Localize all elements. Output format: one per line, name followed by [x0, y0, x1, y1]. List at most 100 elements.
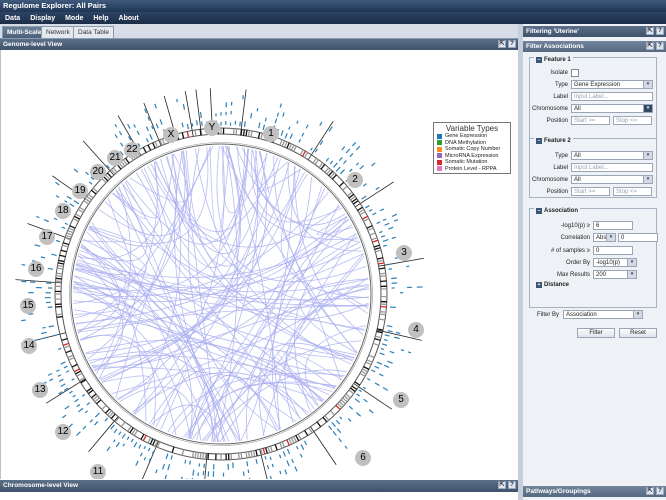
feature1-start-input[interactable]: Start >= [571, 116, 610, 125]
chromosome-label[interactable]: 13 [32, 382, 48, 398]
filter-by-select[interactable]: Association▾ [563, 310, 643, 319]
feature2-chromosome-select[interactable]: All▾ [571, 175, 653, 184]
help-icon[interactable]: ? [508, 481, 516, 489]
correlation-mode-select[interactable]: Abs▾ [593, 233, 616, 242]
ideogram-band [84, 198, 91, 203]
chromosome-label[interactable]: Y [204, 120, 220, 136]
chromosome-label[interactable]: 20 [90, 164, 106, 180]
feature2-label-input[interactable]: Input Label... [571, 163, 653, 172]
chromosome-label[interactable]: 15 [20, 298, 36, 314]
feature2-start-input[interactable]: Start >= [571, 187, 610, 196]
chromosome-label[interactable]: 16 [28, 261, 44, 277]
feature-tick [118, 431, 122, 436]
feature-tick [266, 464, 270, 470]
chromosome-label[interactable]: X [163, 127, 179, 143]
chromosome-label[interactable]: 21 [107, 150, 123, 166]
legend-swatch [437, 146, 442, 152]
order-by-select[interactable]: -log10(p)▾ [593, 258, 637, 267]
feature1-stop-input[interactable]: Stop <= [613, 116, 652, 125]
chromosome-label[interactable]: 2 [347, 172, 363, 188]
ideogram-band [240, 129, 243, 136]
chromosome-label[interactable]: 12 [55, 424, 71, 440]
tab-multi-scale[interactable]: Multi-Scale [2, 26, 47, 38]
chromosome-label[interactable]: 22 [124, 142, 140, 158]
log10p-input[interactable]: 6 [593, 221, 633, 230]
feature2-stop-input[interactable]: Stop <= [613, 187, 652, 196]
expand-icon[interactable]: ⇱ [646, 487, 654, 495]
tab-network[interactable]: Network [41, 26, 75, 38]
chromosome-label[interactable]: 5 [393, 392, 409, 408]
feature2-type-select[interactable]: All▾ [571, 151, 653, 160]
help-icon[interactable]: ? [508, 40, 516, 48]
samples-input[interactable]: 0 [593, 246, 633, 255]
expand-icon[interactable]: ⇱ [498, 481, 506, 489]
export-icon[interactable]: ⇱ [498, 40, 506, 48]
legend-label: Protein Level - RPPA [445, 165, 497, 172]
correlation-input[interactable]: 0 [618, 233, 658, 242]
feature-tick [73, 200, 80, 205]
chromosome-label[interactable]: 14 [21, 338, 37, 354]
chromosome-label[interactable]: 17 [39, 229, 55, 245]
association-arc [99, 161, 158, 379]
isolate-checkbox[interactable] [571, 69, 579, 77]
feature-tick [49, 378, 54, 382]
expand-icon[interactable]: + [536, 282, 542, 288]
collapse-icon[interactable]: – [536, 208, 542, 214]
ideogram-band [304, 430, 309, 436]
max-results-select[interactable]: 200▾ [593, 270, 637, 279]
ideogram-band [91, 189, 97, 195]
feature-tick [21, 319, 26, 322]
ideogram-band [354, 381, 361, 386]
tab-data-table[interactable]: Data Table [73, 26, 114, 38]
panel-splitter[interactable] [518, 24, 523, 500]
feature1-chromosome-select[interactable]: All▾ [571, 104, 653, 113]
menu-help[interactable]: Help [93, 14, 109, 22]
collapse-icon[interactable]: – [536, 57, 542, 63]
feature1-type-select[interactable]: Gene Expression▾ [571, 80, 653, 89]
help-icon[interactable]: ? [656, 487, 664, 495]
chromosome-label[interactable]: 11 [90, 464, 106, 479]
chromosome-label[interactable]: 19 [72, 183, 88, 199]
reset-button[interactable]: Reset [619, 328, 657, 338]
chromosome-label[interactable]: 1 [263, 126, 279, 142]
feature1-title[interactable]: –Feature 1 [534, 57, 573, 63]
pathways-groupings-header[interactable]: Pathways/Groupings ⇱ ? [523, 486, 666, 497]
collapse-icon[interactable]: – [536, 138, 542, 144]
ideogram-band [114, 416, 120, 423]
association-arc [149, 367, 280, 431]
filter-button[interactable]: Filter [577, 328, 615, 338]
feature-tick [368, 208, 373, 212]
chromosome-label[interactable]: 6 [355, 450, 371, 466]
chromosome-view-header[interactable]: Chromosome-level View ⇱ ? [0, 480, 518, 492]
feature2-title[interactable]: –Feature 2 [534, 138, 573, 144]
feature-tick [81, 393, 86, 397]
distance-title[interactable]: +Distance [534, 282, 572, 288]
feature-tick [256, 108, 259, 112]
help-icon[interactable]: ? [656, 27, 664, 35]
association-arc [226, 145, 280, 430]
ideogram-band [255, 450, 258, 457]
legend-label: Gene Expression [445, 133, 488, 140]
ideogram-band [267, 446, 271, 453]
menu-data[interactable]: Data [5, 14, 21, 22]
chromosome-label[interactable]: 3 [396, 245, 412, 261]
ideogram-band [304, 152, 309, 158]
expand-icon[interactable]: ⇱ [646, 27, 654, 35]
association-title[interactable]: –Association [534, 208, 581, 214]
chromosome-label: Chromosome [531, 105, 568, 112]
chromosome-label[interactable]: 4 [408, 322, 424, 338]
ideogram-band [308, 427, 313, 434]
expand-icon[interactable]: ⇱ [646, 42, 654, 50]
feature1-label-input[interactable]: Input Label... [571, 92, 653, 101]
feature-tick [303, 440, 308, 446]
circos-plot[interactable] [1, 50, 518, 479]
ideogram-band [340, 399, 346, 405]
feature-tick [339, 169, 345, 175]
chromosome-label[interactable]: 18 [55, 203, 71, 219]
help-icon[interactable]: ? [656, 42, 664, 50]
association-arc [76, 233, 357, 279]
menu-about[interactable]: About [118, 14, 139, 22]
ideogram-band [62, 342, 70, 346]
menu-display[interactable]: Display [30, 14, 56, 22]
menu-mode[interactable]: Mode [65, 14, 84, 22]
